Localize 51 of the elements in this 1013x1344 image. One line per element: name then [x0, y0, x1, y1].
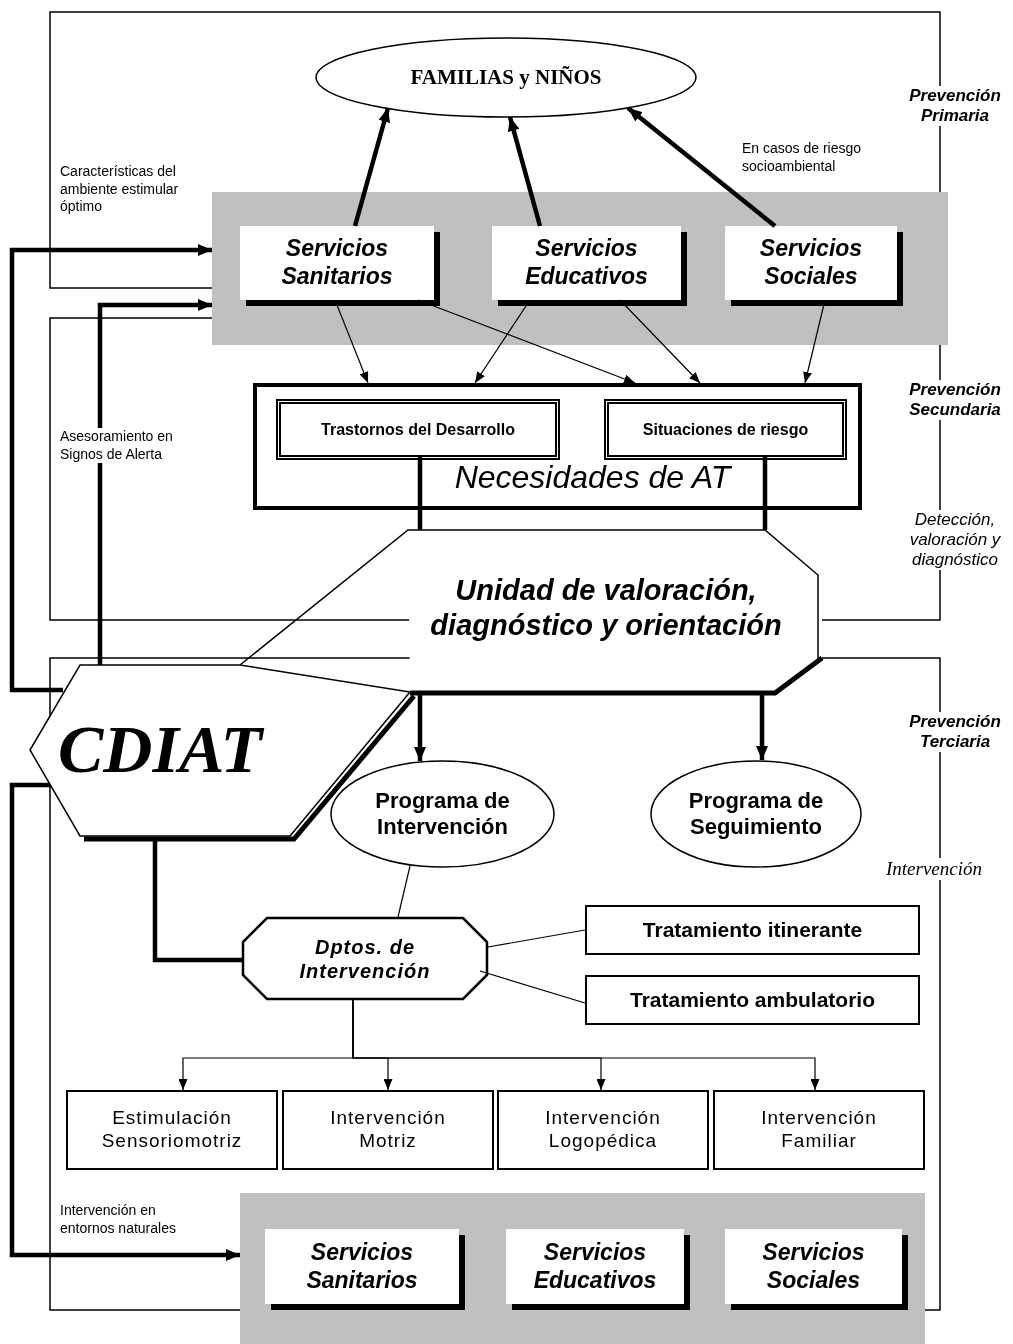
connector-line: [487, 929, 586, 948]
node-label: Servicios Sanitarios: [305, 1238, 419, 1295]
connector-line: [762, 456, 768, 530]
node-label: Servicios Educativos: [524, 235, 649, 291]
intervention-box: [66, 1090, 278, 1170]
arrow: [803, 299, 826, 384]
node-label: Servicios Sociales: [758, 235, 864, 291]
connector-line: [152, 838, 242, 963]
arrow: [507, 116, 543, 227]
connector-line: [397, 865, 411, 918]
node-label: Unidad de valoración, diagnóstico y orientación: [429, 572, 783, 643]
arrow: [474, 299, 531, 384]
node-label: Estimulación Sensoriomotriz: [100, 1107, 244, 1153]
node-label: Programa de Intervención: [374, 787, 511, 841]
needs-box: [253, 383, 862, 510]
intervention-box: [497, 1090, 709, 1170]
intervention-box: [282, 1090, 494, 1170]
arrow: [626, 106, 777, 228]
arrow: [619, 299, 701, 384]
service-panel: [240, 1193, 925, 1344]
node-label: Intervención Motriz: [329, 1107, 447, 1153]
arrow: [352, 107, 391, 227]
intervention-box: [713, 1090, 925, 1170]
arrow: [756, 695, 768, 760]
arrow: [334, 299, 369, 384]
node-label: Servicios Sanitarios: [280, 235, 394, 291]
arrow: [414, 695, 426, 761]
connector-line: [479, 970, 586, 1004]
connector-line: [417, 456, 423, 530]
node-label: Intervención Logopédica: [544, 1107, 662, 1153]
node-label: Situaciones de riesgo: [642, 419, 809, 440]
center-title: CDIAT: [57, 710, 263, 790]
node-label: Intervención Familiar: [760, 1107, 878, 1153]
category-box: [604, 399, 847, 460]
arrow: [9, 244, 212, 693]
node-label: FAMILIAS y NIÑOS: [410, 64, 602, 91]
arrow: [352, 999, 820, 1091]
node-label: Programa de Seguimiento: [687, 787, 825, 841]
node-label: Servicios Sociales: [761, 1238, 866, 1295]
node-label: Tratamiento ambulatorio: [629, 987, 875, 1013]
arrow: [97, 299, 212, 665]
node-label: Servicios Educativos: [532, 1238, 658, 1295]
node-label: Trastornos del Desarrollo: [321, 419, 515, 440]
node-label: Dptos. de Intervención: [298, 934, 432, 983]
arrow: [417, 299, 636, 384]
treatment-box: [585, 905, 920, 955]
service-panel: [212, 192, 948, 345]
arrow: [9, 782, 240, 1261]
treatment-box: [585, 975, 920, 1025]
node-label: Tratamiento itinerante: [642, 917, 863, 943]
category-box: [276, 399, 560, 460]
